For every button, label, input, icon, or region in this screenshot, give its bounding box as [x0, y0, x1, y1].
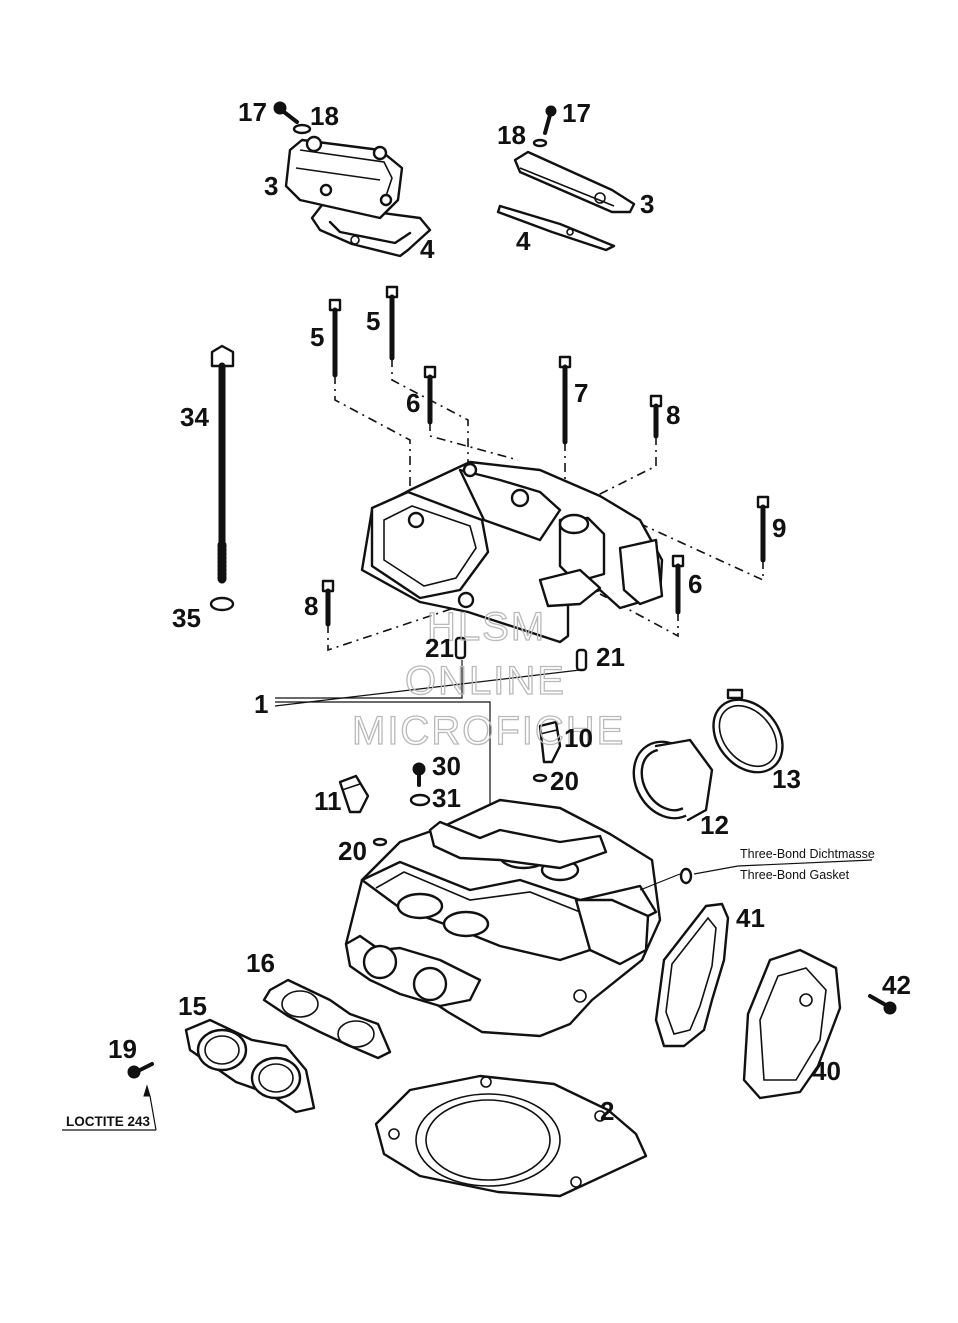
bolt-8-bottom [321, 579, 335, 627]
callout-8: 8 [304, 591, 318, 621]
callout-8: 8 [666, 400, 680, 430]
callout-6: 6 [688, 569, 702, 599]
sealant-note-de: Three-Bond Dichtmasse [740, 847, 875, 861]
gasket-16 [262, 978, 392, 1060]
bolt-6-top [423, 365, 437, 425]
watermark: HLSM ONLINE MICROFICHE [351, 604, 625, 753]
callout-2: 2 [600, 1096, 614, 1126]
callout-7: 7 [574, 378, 588, 408]
callout-15: 15 [178, 991, 207, 1021]
o-ring-18-left [292, 123, 312, 135]
callout-31: 31 [432, 783, 461, 813]
camshaft-housing [360, 460, 664, 644]
bolt-17-right [543, 105, 557, 135]
callout-5: 5 [366, 306, 380, 336]
valve-cover-right [496, 150, 636, 252]
callout-20: 20 [338, 836, 367, 866]
intake-flange-15 [184, 1018, 316, 1114]
circlip-20-left [372, 837, 388, 847]
callout-10: 10 [564, 723, 593, 753]
callout-19: 19 [108, 1034, 137, 1064]
callout-41: 41 [736, 903, 765, 933]
bolt-5-right [385, 285, 399, 361]
head-gasket-2 [374, 1074, 648, 1198]
callout-35: 35 [172, 603, 201, 633]
intake-rubber-12 [632, 738, 714, 822]
screw-19: LOCTITE 243 [62, 1062, 157, 1131]
gasket-41-inner [665, 916, 717, 1035]
valve-cover-left [284, 135, 432, 258]
assembly-lines [327, 358, 764, 652]
callout-21: 21 [425, 633, 454, 663]
callout-13: 13 [772, 764, 801, 794]
bolt-9 [756, 495, 770, 563]
cylinder-head [344, 798, 662, 1038]
callout-18: 18 [310, 101, 339, 131]
callout-3: 3 [264, 171, 278, 201]
callout-16: 16 [246, 948, 275, 978]
watermark-line-1: HLSM [427, 605, 546, 649]
callout-40: 40 [812, 1056, 841, 1086]
callout-20: 20 [550, 766, 579, 796]
washer-31 [409, 793, 431, 807]
sealant-note-en: Three-Bond Gasket [740, 868, 850, 882]
callout-30: 30 [432, 751, 461, 781]
gasket-41 [654, 902, 730, 1048]
stud-bolt-34 [210, 344, 235, 585]
bolt-8-top [649, 394, 663, 439]
callout-4: 4 [420, 234, 435, 264]
valve-guide-10 [538, 720, 562, 764]
callout-11: 11 [314, 786, 342, 816]
watermark-line-3: MICROFICHE [352, 709, 625, 753]
callout-12: 12 [700, 810, 729, 840]
sealant-note: Three-Bond Dichtmasse Three-Bond Gasket [639, 847, 875, 891]
callout-42: 42 [882, 970, 911, 1000]
bolt-6-bottom [671, 554, 685, 615]
callout-1-leader [274, 660, 581, 808]
callout-3: 3 [640, 189, 654, 219]
callout-9: 9 [772, 513, 786, 543]
callout-6: 6 [406, 388, 420, 418]
o-ring-18-right [532, 138, 548, 148]
callout-17: 17 [238, 97, 267, 127]
loctite-note: LOCTITE 243 [66, 1114, 151, 1129]
callout-1: 1 [254, 689, 268, 719]
callout-17: 17 [562, 98, 591, 128]
valve-guide-11 [338, 774, 370, 814]
dowel-21-right [575, 648, 588, 672]
callouts: 17 18 3 4 17 18 3 4 5 5 6 7 8 34 9 6 8 3… [108, 97, 911, 1126]
bolt-42 [868, 994, 897, 1015]
callout-34: 34 [180, 402, 209, 432]
cover-40 [742, 948, 842, 1100]
watermark-line-2: ONLINE [405, 659, 566, 703]
callout-21: 21 [596, 642, 625, 672]
callout-5: 5 [310, 322, 324, 352]
bolt-17-left [273, 101, 299, 124]
circlip-20-right [532, 773, 548, 783]
bolt-5-left [328, 298, 342, 378]
bolt-7 [558, 355, 572, 445]
callout-4: 4 [516, 226, 531, 256]
callout-18: 18 [497, 120, 526, 150]
dowel-21-left [454, 636, 467, 660]
screw-30 [412, 762, 426, 787]
hose-clamp-13 [712, 688, 784, 774]
washer-35 [209, 596, 235, 612]
